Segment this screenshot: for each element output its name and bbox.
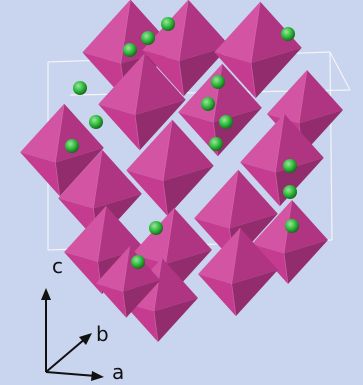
octahedron-face xyxy=(165,207,212,264)
octahedron-edge xyxy=(134,53,145,151)
a-axis-label: a xyxy=(112,360,125,384)
octahedron-face xyxy=(142,50,184,97)
octahedron-face xyxy=(267,70,307,124)
octahedron-face xyxy=(231,227,278,284)
cell-edge xyxy=(329,51,351,91)
b-axis-arrow xyxy=(45,337,87,373)
green-atoms-layer xyxy=(65,17,299,269)
octahedron-face xyxy=(213,63,262,123)
octahedron-face xyxy=(126,119,173,181)
axis-triad xyxy=(41,288,104,381)
octahedron-face xyxy=(229,169,278,229)
octahedron-face xyxy=(194,169,239,229)
octahedron-face xyxy=(251,1,302,63)
octahedron-face xyxy=(20,152,60,197)
octahedron-face xyxy=(251,47,302,99)
c-axis-label: c xyxy=(52,254,63,278)
octahedron-face xyxy=(135,99,186,151)
octahedron xyxy=(198,227,278,317)
octahedron-face xyxy=(58,198,98,243)
octahedron-face xyxy=(126,170,168,217)
octahedron-edge xyxy=(178,0,189,97)
green-atom xyxy=(201,97,215,111)
octahedron-face xyxy=(64,205,107,262)
octahedron-face xyxy=(97,205,144,262)
octahedron-face xyxy=(240,162,280,207)
cell-edge xyxy=(329,51,333,241)
octahedron-face xyxy=(194,218,234,263)
green-atom xyxy=(283,185,297,199)
green-atom xyxy=(141,31,155,45)
octahedron-face xyxy=(20,103,65,163)
octahedron xyxy=(98,53,186,151)
octahedron-edge xyxy=(54,103,65,197)
octahedron-face xyxy=(179,0,230,61)
octahedron-face xyxy=(275,113,324,173)
c-axis-arrowhead xyxy=(41,288,51,300)
octahedron-edge xyxy=(153,257,163,343)
octahedron-edge xyxy=(283,199,293,285)
octahedron-face xyxy=(163,165,214,217)
green-atom xyxy=(285,219,299,233)
octahedron-face xyxy=(252,200,292,254)
octahedron-face xyxy=(154,258,198,312)
octahedron xyxy=(126,119,214,217)
green-atom xyxy=(161,17,175,31)
octahedron-face xyxy=(284,240,328,284)
a-axis-arrowhead xyxy=(91,371,104,381)
octahedron xyxy=(20,103,104,197)
octahedron-face xyxy=(95,246,130,292)
octahedron-face xyxy=(231,269,278,317)
b-axis-arrowhead xyxy=(79,333,92,345)
green-atom xyxy=(73,81,87,95)
octahedron-face xyxy=(82,0,131,64)
octahedron-face xyxy=(64,252,102,295)
green-atom xyxy=(89,115,103,129)
octahedron-edge xyxy=(231,227,241,317)
octahedron-face xyxy=(214,1,261,63)
octahedron-face xyxy=(198,227,241,284)
octahedron-face xyxy=(284,200,328,254)
green-atom xyxy=(123,43,137,57)
green-atom xyxy=(283,159,297,173)
green-atom xyxy=(209,137,223,151)
green-atom xyxy=(149,221,163,235)
octahedron-face xyxy=(179,45,230,97)
octahedron xyxy=(214,1,302,99)
octahedron-face xyxy=(178,112,218,157)
octahedron-face xyxy=(98,53,145,115)
green-atom xyxy=(281,27,295,41)
octahedron xyxy=(95,246,161,318)
octahedron-edge xyxy=(274,113,285,207)
octahedron-face xyxy=(93,149,142,209)
octahedra-layer xyxy=(20,0,343,343)
octahedron-face xyxy=(95,283,127,318)
octahedron-face xyxy=(122,246,161,292)
octahedron-face xyxy=(55,147,104,197)
octahedron-face xyxy=(98,104,140,151)
b-axis-label: b xyxy=(96,322,109,346)
octahedron-face xyxy=(240,113,285,173)
octahedron-edge xyxy=(162,119,173,217)
green-atom xyxy=(219,115,233,129)
octahedron-face xyxy=(58,149,103,209)
octahedron-face xyxy=(154,298,198,342)
octahedron-face xyxy=(132,207,175,264)
octahedron-edge xyxy=(250,1,261,99)
octahedron-edge xyxy=(122,246,131,318)
green-atom xyxy=(211,75,225,89)
octahedron-face xyxy=(299,70,343,124)
green-atom xyxy=(65,139,79,153)
octahedron-face xyxy=(198,274,236,317)
octahedron-face xyxy=(122,280,161,318)
octahedron-face xyxy=(214,52,256,99)
octahedron-face xyxy=(163,119,214,181)
a-axis-arrow xyxy=(45,371,97,377)
green-atom xyxy=(131,255,145,269)
octahedron-face xyxy=(135,53,186,115)
